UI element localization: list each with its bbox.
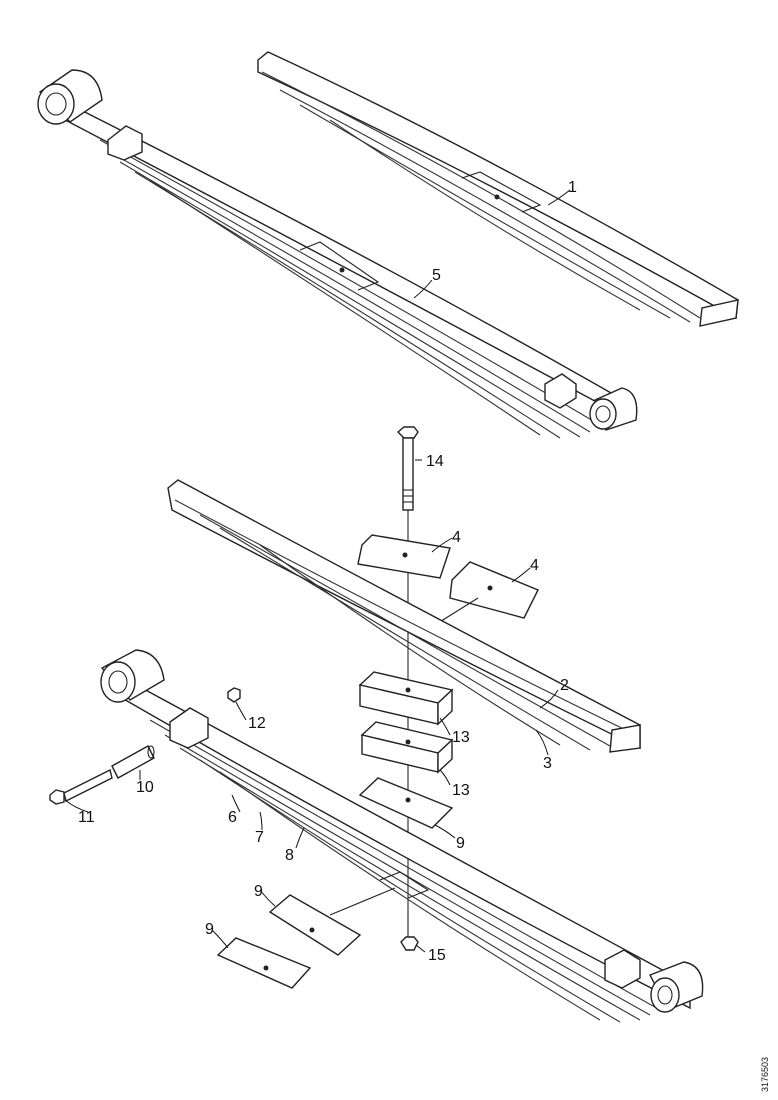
callout-9a: 9 — [456, 835, 465, 852]
spacer-tube — [111, 745, 155, 779]
callout-9c: 9 — [205, 921, 214, 938]
spacer-block-upper — [358, 671, 454, 726]
callout-4a: 4 — [452, 529, 461, 546]
center-bolt — [396, 426, 419, 945]
callout-11: 11 — [78, 809, 95, 826]
callout-3: 3 — [543, 755, 552, 772]
shim-plate-right — [449, 561, 539, 619]
callout-1: 1 — [568, 179, 577, 196]
leader-lines — [64, 189, 571, 953]
shim-plate-center — [358, 777, 454, 829]
shim-plate-lower-a — [268, 894, 362, 956]
callout-15: 15 — [428, 947, 446, 964]
callout-4b: 4 — [530, 557, 539, 574]
callout-10: 10 — [136, 779, 154, 796]
callout-5: 5 — [432, 267, 441, 284]
clip-bolt — [49, 768, 113, 805]
callout-14: 14 — [426, 453, 444, 470]
shim-plate-left — [357, 534, 451, 579]
callout-13a: 13 — [452, 729, 470, 746]
auxiliary-spring-upper — [257, 51, 739, 327]
spring-eye-lower-front — [100, 649, 165, 703]
callout-9b: 9 — [254, 883, 263, 900]
callout-13b: 13 — [452, 782, 470, 799]
callout-12: 12 — [248, 715, 266, 732]
spring-eye-lower-rear — [649, 961, 704, 1013]
main-spring-upper — [37, 69, 638, 439]
main-spring-lower — [100, 649, 704, 1023]
spring-eye-rear — [589, 387, 638, 431]
lock-nut — [227, 687, 241, 703]
center-nut — [400, 905, 419, 951]
reference-code: 3176503 — [760, 1057, 770, 1092]
callout-8: 8 — [285, 847, 294, 864]
helper-spring-middle — [167, 479, 641, 753]
spacer-block-lower — [360, 721, 454, 774]
spring-eye-front — [37, 69, 103, 125]
shim-plate-lower-b — [216, 937, 312, 989]
callout-2: 2 — [560, 677, 569, 694]
callout-6: 6 — [228, 809, 237, 826]
callout-7: 7 — [255, 829, 264, 846]
